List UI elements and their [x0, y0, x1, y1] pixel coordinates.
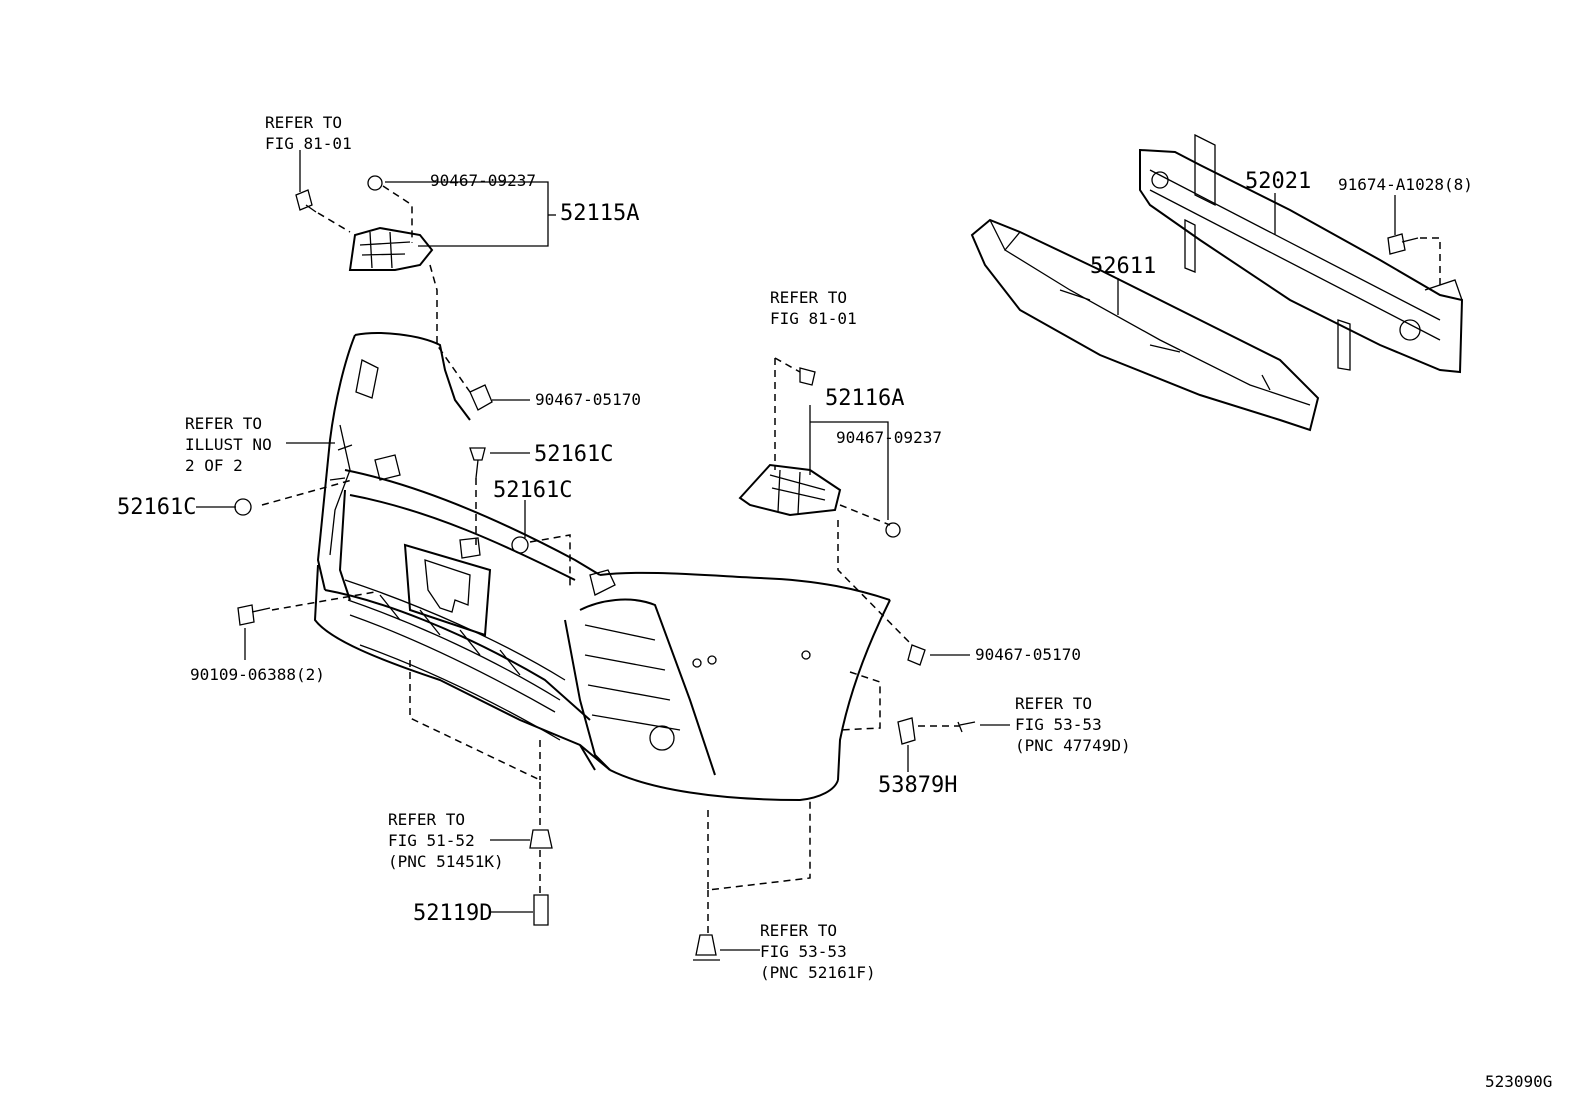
ref-line: REFER TO — [185, 414, 262, 433]
label-52115a: 52115A — [560, 201, 639, 226]
ref-illust-no-2-of-2: REFER TO ILLUST NO 2 OF 2 — [185, 414, 272, 475]
bracket-52115a-drawing — [348, 226, 434, 271]
label-52161c-lower: 52161C — [493, 478, 572, 503]
ref-fig-81-01-left: REFER TO FIG 81-01 — [265, 113, 352, 153]
ref-line: 2 OF 2 — [185, 456, 243, 475]
ref-line: FIG 53-53 — [760, 942, 847, 961]
label-52116a: 52116A — [825, 386, 904, 411]
ref-line: FIG 53-53 — [1015, 715, 1102, 734]
absorber-52611-drawing — [970, 218, 1320, 432]
ref-line: (PNC 47749D) — [1015, 736, 1131, 755]
label-52161c-left: 52161C — [117, 495, 196, 520]
ref-line: ILLUST NO — [185, 435, 272, 454]
label-90467-05170-left: 90467-05170 — [535, 390, 641, 409]
label-90109-06388: 90109-06388(2) — [190, 665, 325, 684]
leader-lines — [196, 150, 1396, 951]
label-90467-05170-right: 90467-05170 — [975, 645, 1081, 664]
label-53879h: 53879H — [878, 773, 957, 798]
label-52611: 52611 — [1090, 254, 1156, 279]
ref-fig-53-53-pnc-52161f: REFER TO FIG 53-53 (PNC 52161F) — [760, 921, 876, 982]
label-90467-09237-right: 90467-09237 — [836, 428, 942, 447]
label-52119d: 52119D — [413, 901, 492, 926]
ref-line: REFER TO — [1015, 694, 1092, 713]
ref-line: (PNC 51451K) — [388, 852, 504, 871]
ref-line: (PNC 52161F) — [760, 963, 876, 982]
ref-line: FIG 81-01 — [770, 309, 857, 328]
fasteners — [234, 175, 1419, 961]
ref-line: FIG 81-01 — [265, 134, 352, 153]
bumper-cover-drawing — [313, 332, 891, 802]
ref-line: REFER TO — [265, 113, 342, 132]
ref-fig-81-01-right: REFER TO FIG 81-01 — [770, 288, 857, 328]
ref-fig-53-53-pnc-47749d: REFER TO FIG 53-53 (PNC 47749D) — [1015, 694, 1131, 755]
reinforcement-52021-drawing — [1139, 133, 1464, 374]
diagram-id: 523090G — [1485, 1072, 1552, 1091]
ref-line: REFER TO — [760, 921, 837, 940]
ref-line: REFER TO — [770, 288, 847, 307]
label-52161c-center: 52161C — [534, 442, 613, 467]
bracket-52116a-drawing — [738, 463, 842, 517]
assembly-lines — [261, 185, 1441, 935]
ref-line: REFER TO — [388, 810, 465, 829]
label-52021: 52021 — [1245, 169, 1311, 194]
ref-line: FIG 51-52 — [388, 831, 475, 850]
label-91674-a1028: 91674-A1028(8) — [1338, 175, 1473, 194]
ref-fig-51-52: REFER TO FIG 51-52 (PNC 51451K) — [388, 810, 504, 871]
label-90467-09237-top: 90467-09237 — [430, 171, 536, 190]
